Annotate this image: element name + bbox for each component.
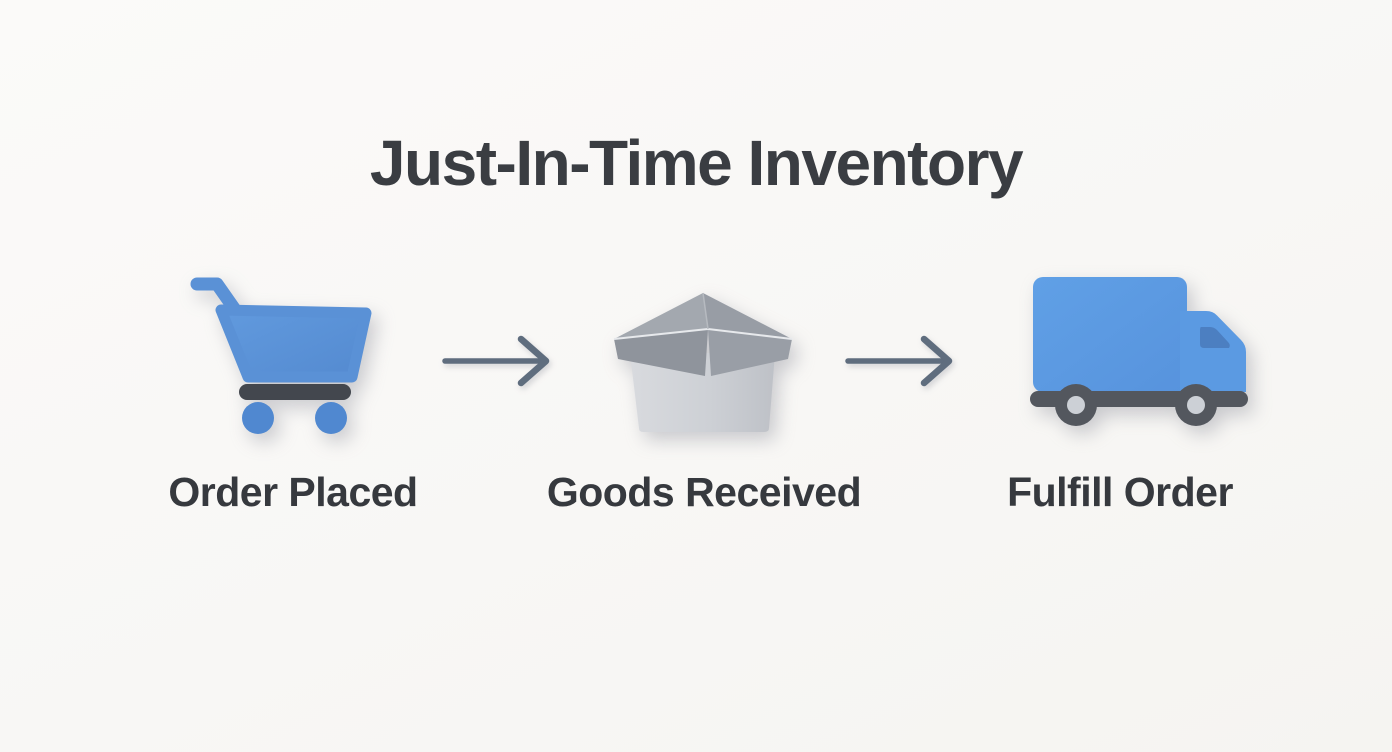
step-label-goods-received: Goods Received xyxy=(546,469,862,515)
delivery-truck-icon xyxy=(1030,277,1248,426)
step-label-fulfill-order: Fulfill Order xyxy=(1007,469,1233,515)
shopping-cart-icon xyxy=(190,277,372,434)
step-label-order-placed: Order Placed xyxy=(168,469,418,515)
arrow-right-icon xyxy=(845,335,953,387)
page-title: Just-In-Time Inventory xyxy=(369,126,1024,199)
arrow-right-icon xyxy=(442,335,550,387)
open-box-icon xyxy=(613,292,793,432)
